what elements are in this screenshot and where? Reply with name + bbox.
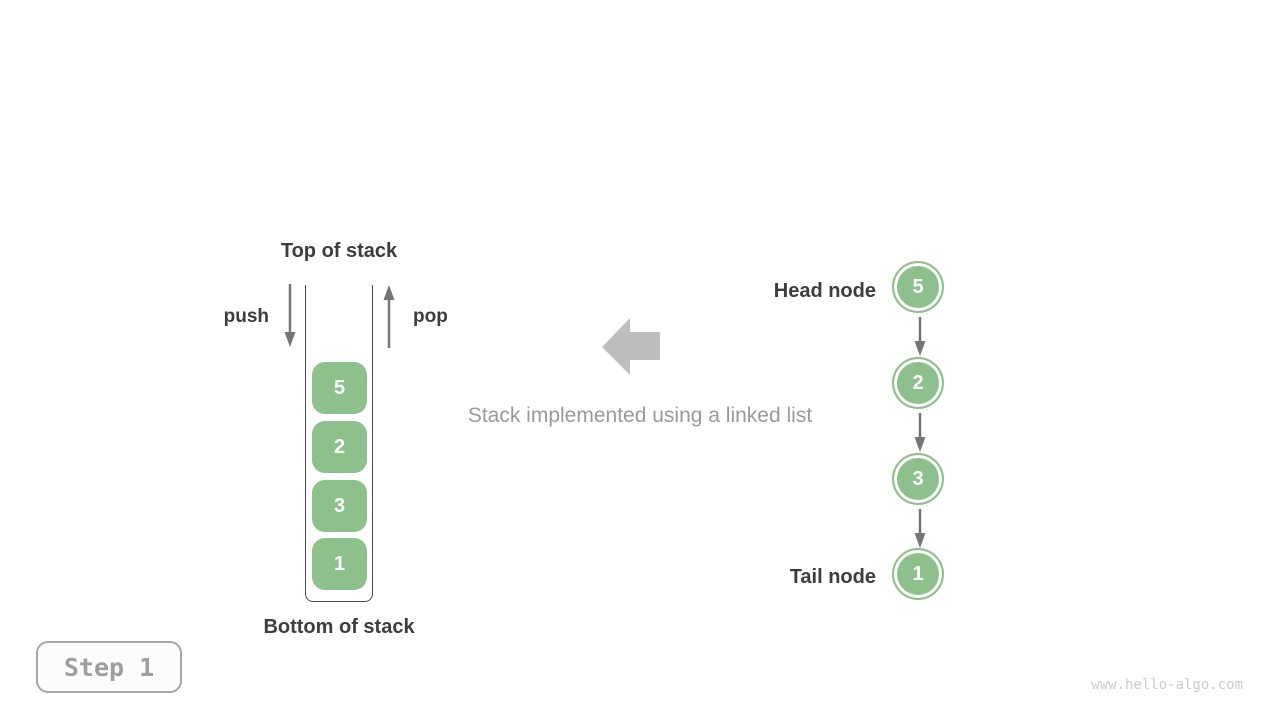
pop-arrow-icon (383, 285, 395, 348)
linked-list-node: 3 (892, 453, 944, 505)
push-arrow-icon (284, 284, 296, 347)
pop-label: pop (413, 306, 448, 327)
tail-node-label: Tail node (789, 566, 876, 588)
stack-element: 1 (312, 538, 367, 590)
linked-list-node: 2 (892, 357, 944, 409)
next-pointer-arrow-icon (914, 317, 926, 356)
head-node-label: Head node (773, 280, 876, 302)
stack-element: 3 (312, 480, 367, 532)
linked-list-node: 1 (892, 548, 944, 600)
next-pointer-arrow-icon (914, 413, 926, 452)
stack-element: 2 (312, 421, 367, 473)
push-label: push (223, 306, 269, 327)
top-of-stack-label: Top of stack (280, 240, 398, 262)
step-badge: Step 1 (36, 641, 182, 693)
step-badge-label: Step 1 (63, 652, 155, 682)
next-pointer-arrow-icon (914, 509, 926, 548)
watermark: www.hello-algo.com (1091, 677, 1243, 693)
big-left-arrow-icon (602, 318, 660, 375)
bottom-of-stack-label: Bottom of stack (263, 616, 415, 638)
diagram-caption: Stack implemented using a linked list (467, 404, 813, 427)
stack-element: 5 (312, 362, 367, 414)
linked-list-node: 5 (892, 261, 944, 313)
